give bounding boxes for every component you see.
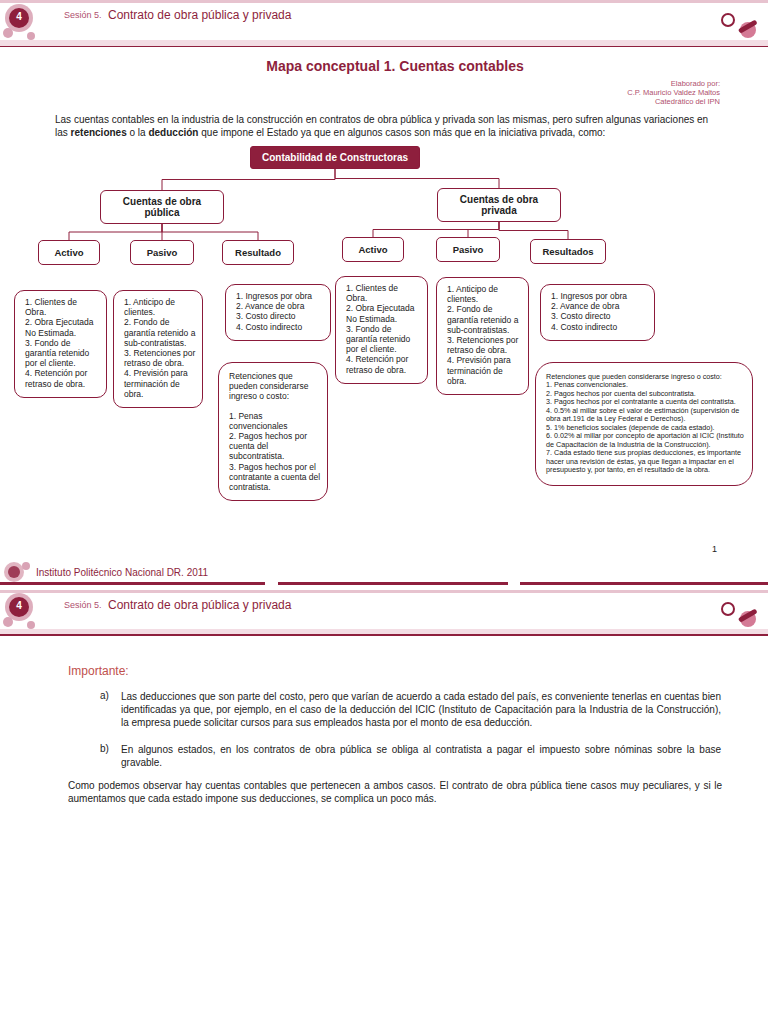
- box-text: Activo: [347, 244, 399, 255]
- account-list-box: 1. Anticipo de clientes.2. Fondo de gara…: [436, 277, 529, 395]
- box-text: 3. Retenciones por retraso de obra.: [447, 335, 522, 355]
- box-text: 1. Ingresos por obra: [551, 291, 648, 301]
- box-text: 3. Pagos hechos por el contratante a cue…: [229, 462, 321, 493]
- category-box: Cuentas de obra pública: [100, 190, 224, 224]
- box-text: 2. Pagos hechos por cuenta del subcontra…: [546, 390, 744, 398]
- paragraph-text: o la: [130, 127, 146, 138]
- account-list-box: 1. Anticipo de clientes.2. Fondo de gara…: [113, 290, 203, 408]
- retention-box: Retenciones que pueden considerarse ingr…: [218, 362, 328, 501]
- box-text: Pasivo: [135, 247, 189, 258]
- list-marker: b): [100, 743, 109, 754]
- box-text: 3. Costo directo: [551, 311, 648, 321]
- note-text: Las deducciones que son parte del costo,…: [121, 690, 721, 729]
- box-text: 4. Previsión para terminación de obra.: [447, 355, 522, 386]
- box-text: 1. Clientes de Obra.: [25, 297, 100, 317]
- box-text: 4. 0.5% al millar sobre el valor de esti…: [546, 407, 744, 424]
- box-text: Contabilidad de Constructoras: [257, 152, 413, 163]
- page-number: 1: [712, 544, 717, 554]
- box-text: 1. Penas convencionales: [229, 411, 321, 431]
- box-text: Retenciones que pueden considerarse ingr…: [546, 373, 744, 381]
- account-list-box: 1. Ingresos por obra2. Avance de obra3. …: [540, 284, 655, 341]
- box-text: 4. Costo indirecto: [236, 322, 324, 332]
- author-line: C.P. Mauricio Valdez Maltos: [520, 88, 720, 97]
- account-type-box: Resultados: [530, 239, 606, 264]
- diagram-title: Mapa conceptual 1. Cuentas contables: [0, 58, 768, 74]
- box-text: Resultado: [227, 247, 289, 258]
- box-text: 1. Anticipo de clientes.: [124, 297, 196, 317]
- account-type-box: Pasivo: [130, 240, 194, 265]
- box-text: 4. Costo indirecto: [551, 322, 648, 332]
- header-title: Contrato de obra pública y privada: [108, 598, 291, 612]
- box-text: Pasivo: [441, 244, 495, 255]
- box-text: 2. Obra Ejecutada No Estimada.: [346, 303, 421, 323]
- author-line: Catedrático del IPN: [520, 97, 720, 106]
- logo-number: 4: [14, 11, 24, 22]
- box-text: 3. Pagos hechos por el contratante a cue…: [546, 398, 744, 406]
- tree-connector: [373, 222, 499, 237]
- account-type-box: Activo: [38, 240, 100, 265]
- account-type-box: Pasivo: [436, 237, 500, 262]
- intro-paragraph: Las cuentas contables en la industria de…: [55, 113, 720, 139]
- box-text: 6. 0.02% al millar por concepto de aport…: [546, 432, 744, 449]
- box-text: 3. Costo directo: [236, 311, 324, 321]
- author-line: Elaborado por:: [520, 79, 720, 88]
- box-text: 3. Retenciones por retraso de obra.: [124, 348, 196, 368]
- footer-text: Instituto Politécnico Nacional DR. 2011: [36, 567, 208, 578]
- box-text: Cuentas de obra privada: [442, 194, 556, 216]
- paragraph: Como podemos observar hay cuentas contab…: [68, 779, 722, 805]
- note-text: En algunos estados, en los contratos de …: [121, 743, 721, 769]
- box-text: Resultados: [535, 246, 601, 257]
- box-text: Activo: [43, 247, 95, 258]
- box-text: 3. Fondo de garantía retenido por el cli…: [25, 338, 100, 369]
- tree-connector: [162, 169, 335, 190]
- list-marker: a): [100, 690, 109, 701]
- section-heading: Importante:: [68, 664, 129, 678]
- box-text: 7. Cada estado tiene sus propias deducci…: [546, 449, 744, 474]
- bold-term: retenciones: [71, 127, 127, 138]
- account-type-box: Activo: [342, 237, 404, 262]
- box-text: Cuentas de obra pública: [105, 196, 219, 218]
- tree-connector: [162, 224, 258, 240]
- box-text: 4. Previsión para terminación de obra.: [124, 368, 196, 399]
- box-text: 1. Anticipo de clientes.: [447, 284, 522, 304]
- logo-number: 4: [14, 600, 24, 611]
- tree-connector: [69, 224, 162, 240]
- paragraph-text: que impone el Estado ya que en algunos c…: [201, 127, 605, 138]
- box-text: Retenciones que pueden considerarse ingr…: [229, 371, 321, 402]
- header-title: Contrato de obra pública y privada: [108, 8, 291, 22]
- tree-connector: [499, 222, 568, 239]
- account-type-box: Resultado: [222, 240, 294, 265]
- box-text: 2. Pagos hechos por cuenta del subcontra…: [229, 431, 321, 462]
- box-text: 4. Retención por retraso de obra.: [346, 354, 421, 374]
- box-text: 2. Fondo de garantía retenido a sub-cont…: [124, 317, 196, 348]
- tree-connector: [335, 169, 499, 188]
- account-list-box: 1. Clientes de Obra.2. Obra Ejecutada No…: [335, 276, 428, 384]
- box-text: 4. Retención por retraso de obra.: [25, 368, 100, 388]
- account-list-box: 1. Clientes de Obra.2. Obra Ejecutada No…: [14, 290, 107, 398]
- box-text: 1. Ingresos por obra: [236, 291, 324, 301]
- box-text: 2. Avance de obra: [551, 301, 648, 311]
- retention-box: Retenciones que pueden considerarse ingr…: [535, 362, 753, 486]
- box-text: 3. Fondo de garantía retenido por el cli…: [346, 324, 421, 355]
- box-text: 5. 1% beneficios sociales (depende de ca…: [546, 424, 744, 432]
- session-label: Sesión 5.: [64, 10, 102, 20]
- root-box: Contabilidad de Constructoras: [250, 146, 420, 169]
- category-box: Cuentas de obra privada: [437, 188, 561, 222]
- bold-term: deducción: [148, 127, 198, 138]
- account-list-box: 1. Ingresos por obra2. Avance de obra3. …: [225, 284, 331, 341]
- session-label: Sesión 5.: [64, 600, 102, 610]
- box-text: 1. Clientes de Obra.: [346, 283, 421, 303]
- box-text: 2. Fondo de garantía retenido a sub-cont…: [447, 304, 522, 335]
- box-text: 2. Avance de obra: [236, 301, 324, 311]
- tree-connector: [468, 222, 499, 237]
- box-text: 1. Penas convencionales.: [546, 381, 744, 389]
- box-text: 2. Obra Ejecutada No Estimada.: [25, 317, 100, 337]
